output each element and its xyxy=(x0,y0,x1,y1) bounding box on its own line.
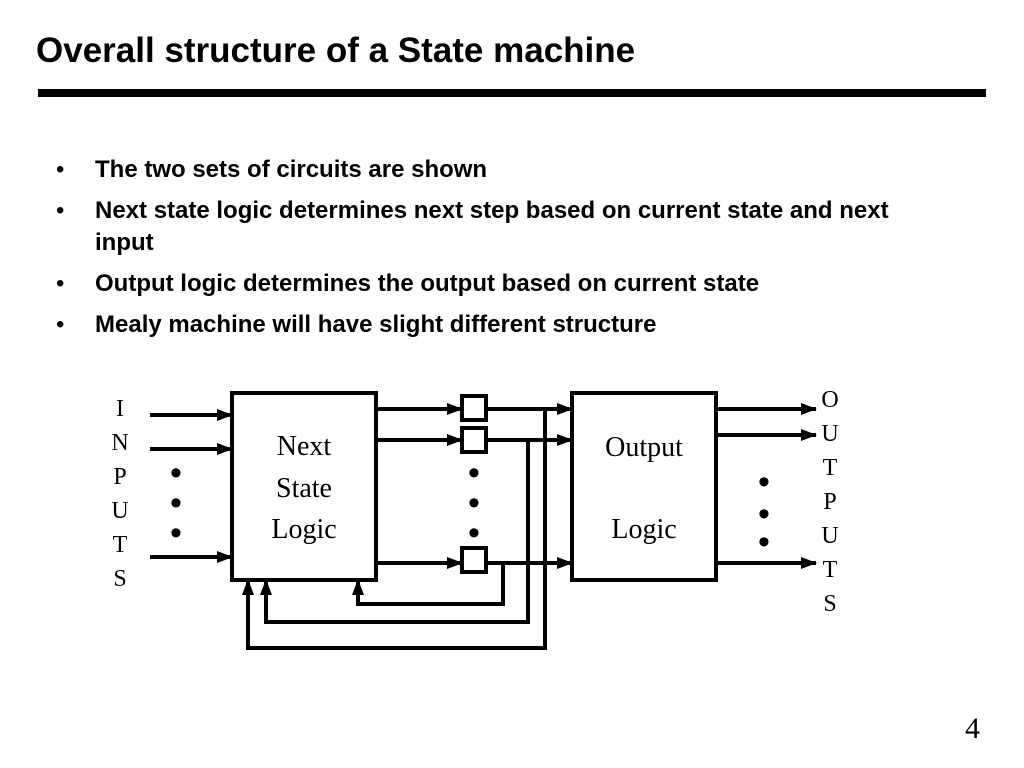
outputs-letter: P xyxy=(823,489,836,515)
state-register xyxy=(460,394,488,422)
inputs-letter: N xyxy=(111,430,128,456)
bullet-list: • The two sets of circuits are shown • Nex… xyxy=(56,154,936,350)
outputs-letter: T xyxy=(823,455,838,481)
bullet-item: • Mealy machine will have slight differen… xyxy=(56,309,936,341)
bullet-text: Next state logic determines next step ba… xyxy=(95,197,889,256)
bullet-marker: • xyxy=(56,311,65,338)
bullet-text: Output logic determines the output based… xyxy=(95,270,760,297)
outputs-letter: T xyxy=(823,557,838,583)
feedback-paths xyxy=(242,409,547,650)
ellipsis-dot: • xyxy=(758,495,770,533)
register-input-arrows xyxy=(376,403,463,569)
next-state-box-label: Logic xyxy=(271,514,336,545)
inputs-letter: U xyxy=(111,498,128,524)
feedback-path xyxy=(352,563,505,606)
ellipsis-dot: • xyxy=(468,484,480,522)
output-box-label: Output xyxy=(605,432,683,463)
next-state-box-label: Next xyxy=(277,431,332,462)
inputs-letter: P xyxy=(113,464,126,490)
bullet-item: • The two sets of circuits are shown xyxy=(56,154,936,186)
slide-title: Overall structure of a State machine xyxy=(36,31,636,70)
inputs-letter: I xyxy=(116,396,124,422)
outputs-label: O U T P U T S xyxy=(821,387,838,617)
inputs-label: I N P U T S xyxy=(111,396,128,592)
input-arrows xyxy=(150,409,233,563)
state-register xyxy=(460,546,488,574)
output-logic-box xyxy=(570,391,718,582)
bullet-marker: • xyxy=(56,270,65,297)
output-arrows xyxy=(716,403,817,569)
ellipsis-dot: • xyxy=(170,514,182,552)
feedback-path xyxy=(260,440,530,624)
bullet-item: • Output logic determines the output base… xyxy=(56,268,936,300)
input-ellipsis: • • • xyxy=(170,454,182,552)
outputs-letter: S xyxy=(823,591,836,617)
bullet-text: The two sets of circuits are shown xyxy=(95,156,488,183)
ellipsis-dot: • xyxy=(468,454,480,492)
bullet-marker: • xyxy=(56,197,65,224)
state-register xyxy=(460,426,488,454)
next-state-logic-box xyxy=(230,391,378,582)
outputs-letter: O xyxy=(821,387,838,413)
ellipsis-dot: • xyxy=(170,454,182,492)
bullet-item: • Next state logic determines next step b… xyxy=(56,195,936,259)
output-box-label: Logic xyxy=(611,514,676,545)
feedback-path xyxy=(242,409,547,650)
bullet-text: Mealy machine will have slight different… xyxy=(95,311,657,338)
next-state-box-label: State xyxy=(276,473,332,504)
register-ellipsis: • • • xyxy=(468,454,480,552)
ellipsis-dot: • xyxy=(758,463,770,501)
output-ellipsis: • • • xyxy=(758,463,770,561)
ellipsis-dot: • xyxy=(170,484,182,522)
bullet-marker: • xyxy=(56,156,65,183)
outputs-letter: U xyxy=(821,421,838,447)
outputs-letter: U xyxy=(821,523,838,549)
ellipsis-dot: • xyxy=(758,523,770,561)
inputs-letter: T xyxy=(113,532,128,558)
title-underline xyxy=(38,89,986,97)
inputs-letter: S xyxy=(113,566,126,592)
ellipsis-dot: • xyxy=(468,514,480,552)
page-number: 4 xyxy=(965,712,980,745)
